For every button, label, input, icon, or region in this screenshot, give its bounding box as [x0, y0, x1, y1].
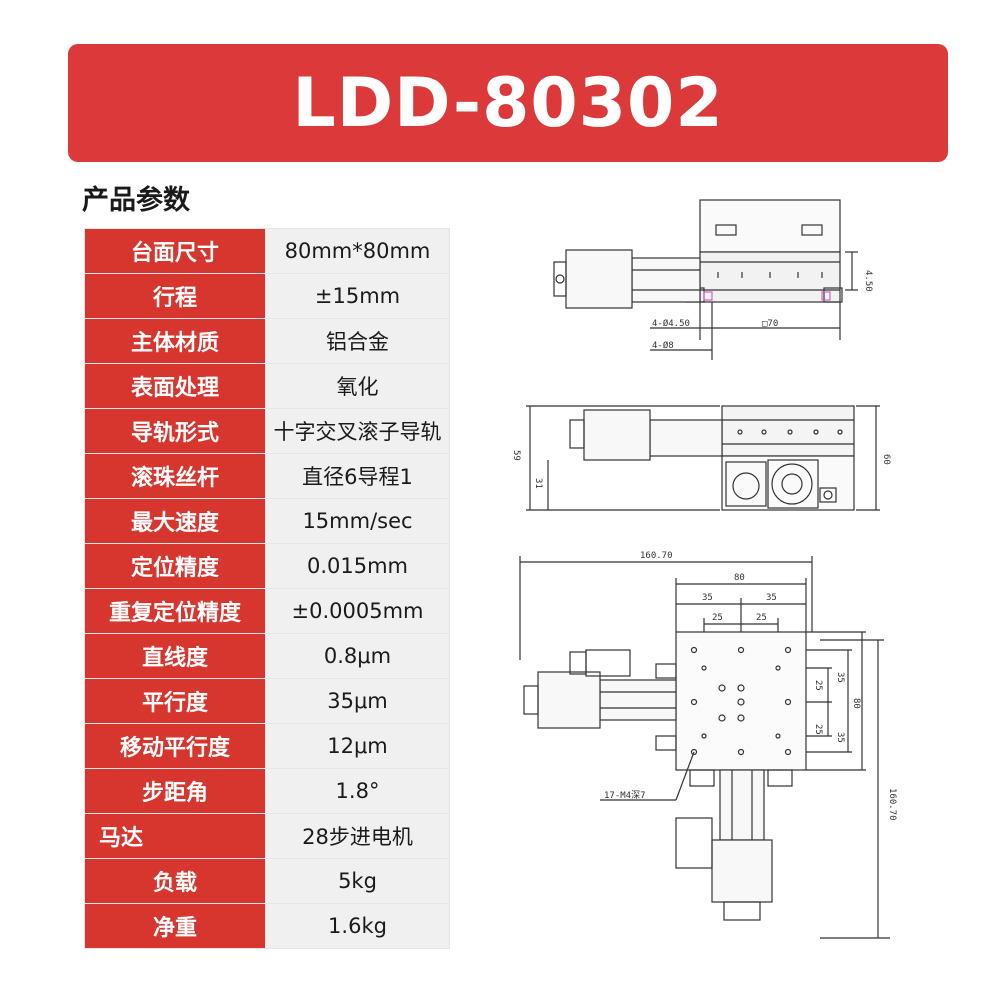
spec-value: 5kg — [265, 858, 450, 904]
spec-row: 行程±15mm — [84, 273, 450, 319]
spec-value: 80mm*80mm — [265, 228, 450, 274]
spec-label: 平行度 — [84, 678, 266, 724]
spec-row: 导轨形式十字交叉滚子导轨 — [84, 408, 450, 454]
side-view: 59 31 60 — [511, 405, 891, 511]
spec-label: 净重 — [84, 903, 266, 949]
dim-width-label: 35 — [766, 593, 777, 603]
dim-width-label: 35 — [702, 593, 713, 603]
spec-value: 28步进电机 — [265, 813, 450, 859]
spec-label: 负载 — [84, 858, 266, 904]
dim-height-label: 25 — [813, 680, 823, 691]
spec-value: 铝合金 — [265, 318, 450, 364]
dim-width-label: 25 — [756, 613, 767, 623]
dim-height-label: 35 — [835, 732, 845, 743]
dim-height-label: 160.70 — [887, 788, 897, 821]
spec-label: 滚珠丝杆 — [84, 453, 266, 499]
spec-value: 十字交叉滚子导轨 — [265, 408, 450, 454]
spec-label: 行程 — [84, 273, 266, 319]
dim-hole-label: 4-Ø8 — [652, 340, 674, 351]
spec-row: 表面处理氧化 — [84, 363, 450, 409]
spec-value: 35μm — [265, 678, 450, 724]
dim-height-label: 35 — [835, 672, 845, 683]
front-view: 4.50 4-Ø4.50 4-Ø8 □70 — [553, 199, 873, 360]
spec-label: 定位精度 — [84, 543, 266, 589]
spec-value: 1.6kg — [265, 903, 450, 949]
spec-label: 导轨形式 — [84, 408, 266, 454]
dim-height-label: 80 — [851, 698, 861, 709]
spec-value: 1.8° — [265, 768, 450, 814]
dim-width-label: 160.70 — [640, 551, 673, 561]
spec-value: ±15mm — [265, 273, 450, 319]
spec-label: 最大速度 — [84, 498, 266, 544]
dim-width-label: 80 — [734, 573, 745, 583]
spec-value: 0.8μm — [265, 633, 450, 679]
plan-view: 160.70 80 35 35 25 25 35 25 80 25 35 160… — [519, 551, 897, 939]
product-title: LDD-80302 — [292, 63, 724, 143]
thread-callout-label: 17-M4深7 — [604, 790, 646, 801]
dim-height-label: 4.50 — [863, 270, 873, 292]
dim-width-label: 25 — [712, 613, 723, 623]
spec-value: 直径6导程1 — [265, 453, 450, 499]
spec-label: 马达 — [84, 813, 266, 859]
spec-label: 直线度 — [84, 633, 266, 679]
dim-height-label: 31 — [533, 478, 543, 489]
dim-height-label: 60 — [881, 454, 891, 465]
spec-label: 主体材质 — [84, 318, 266, 364]
spec-value: 氧化 — [265, 363, 450, 409]
spec-row: 重复定位精度±0.0005mm — [84, 588, 450, 634]
spec-value: ±0.0005mm — [265, 588, 450, 634]
spec-value: 12μm — [265, 723, 450, 769]
spec-row: 主体材质铝合金 — [84, 318, 450, 364]
spec-label: 移动平行度 — [84, 723, 266, 769]
section-title: 产品参数 — [82, 185, 190, 216]
dim-height-label: 25 — [813, 724, 823, 735]
spec-value: 0.015mm — [265, 543, 450, 589]
dim-height-label: 59 — [511, 450, 521, 461]
dim-hole-label: 4-Ø4.50 — [652, 318, 690, 329]
dim-square-label: □70 — [762, 319, 778, 329]
spec-row: 滚珠丝杆直径6导程1 — [84, 453, 450, 499]
title-banner: LDD-80302 — [68, 44, 948, 162]
